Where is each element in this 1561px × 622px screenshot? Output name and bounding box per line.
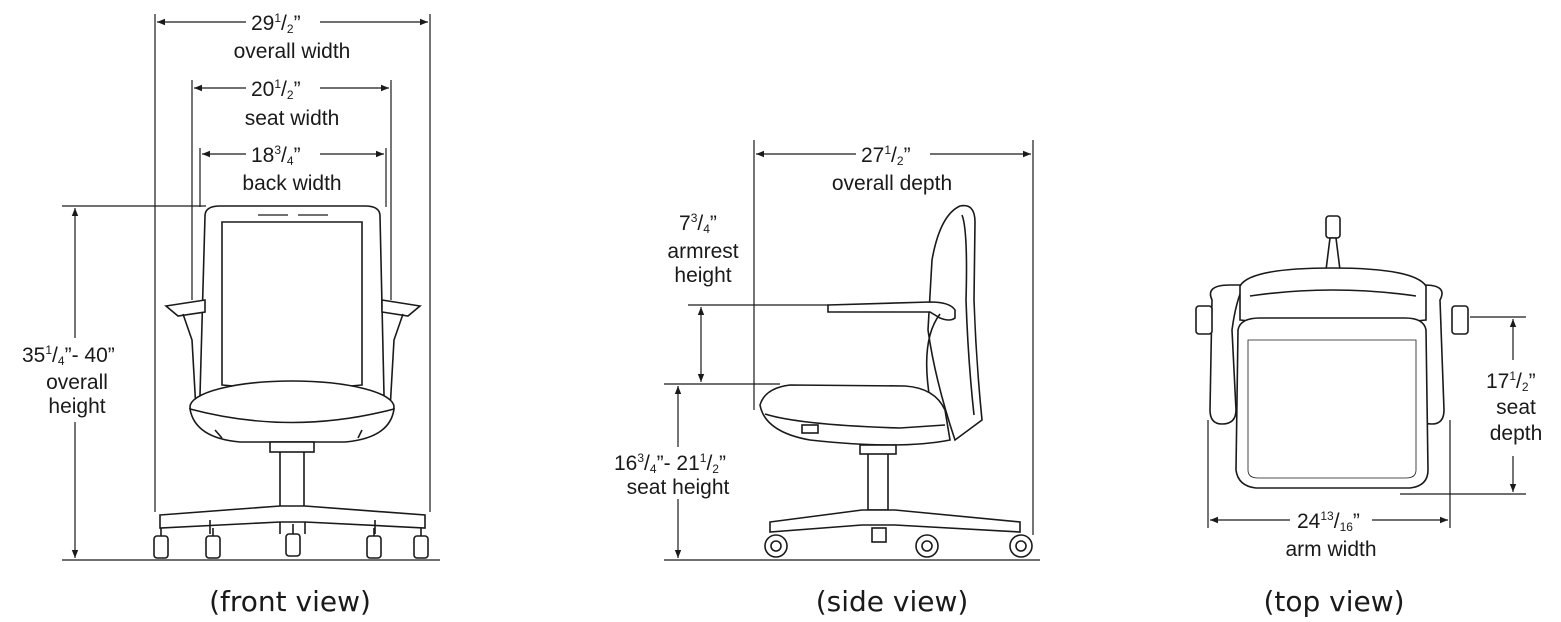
arm-width-label: arm width: [1285, 538, 1376, 561]
seat-width-label: seat width: [245, 107, 340, 130]
chair-side-drawing: [759, 204, 1033, 558]
armrest-height-label-1: armrest: [667, 240, 738, 263]
armrest-height-label-2: height: [674, 264, 731, 287]
seat-width-value: 201/2”: [251, 77, 301, 102]
overall-width-label: overall width: [234, 40, 351, 63]
side-view-caption: (side view): [816, 585, 969, 618]
overall-depth-value: 271/2”: [861, 143, 911, 168]
seat-depth-value: 171/2”: [1486, 369, 1536, 394]
front-view: 291/2” overall width 201/2” seat width 1…: [16, 9, 440, 618]
armrest-height-value: 73/4”: [679, 211, 717, 236]
overall-width-value: 291/2”: [251, 11, 301, 36]
overall-height-label-1: overall: [46, 371, 108, 394]
overall-depth-label: overall depth: [832, 172, 952, 195]
seat-depth-label-1: seat: [1496, 396, 1536, 419]
top-view: 171/2” seat depth 2413/16” arm width: [1195, 215, 1556, 618]
chair-front-drawing: [153, 205, 429, 559]
overall-height-label-2: height: [48, 395, 105, 418]
seat-height-value: 163/4”- 211/2”: [614, 451, 726, 476]
side-view: 271/2” overall depth 73/4” armrest heigh…: [610, 140, 1040, 618]
seat-height-label: seat height: [627, 476, 730, 499]
back-width-value: 183/4”: [251, 143, 301, 168]
front-view-caption: (front view): [209, 585, 371, 618]
chair-top-drawing: [1195, 215, 1469, 489]
back-width-label: back width: [242, 172, 341, 195]
arm-width-value: 2413/16”: [1297, 509, 1360, 534]
overall-height-value: 351/4”- 40”: [22, 343, 115, 368]
seat-depth-label-2: depth: [1490, 422, 1543, 445]
top-view-caption: (top view): [1263, 585, 1404, 618]
